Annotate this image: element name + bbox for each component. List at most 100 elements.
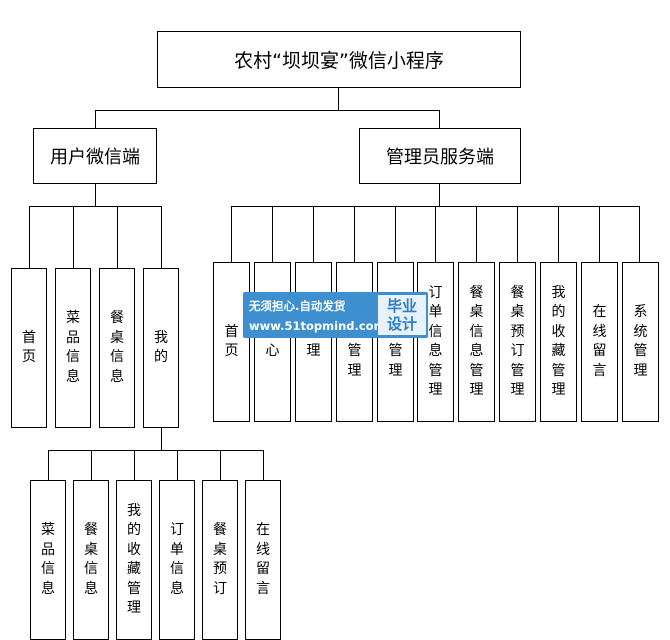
- connector: [231, 206, 232, 262]
- watermark-badge: 毕业 设计: [378, 295, 426, 335]
- label-char: 首: [22, 329, 36, 346]
- label-char: 首: [224, 323, 239, 340]
- connector: [161, 428, 162, 450]
- label-char: 理: [347, 362, 362, 379]
- connector: [435, 206, 436, 262]
- my-child-favorites: 我的收藏管理: [116, 480, 152, 640]
- label-char: 信: [41, 561, 55, 577]
- root-label: 农村“坝坝宴”微信小程序: [234, 50, 444, 72]
- label-char: 菜: [41, 522, 55, 538]
- connector: [48, 450, 264, 451]
- connector: [91, 450, 92, 480]
- admin-item-label: 餐桌信息管理: [470, 284, 484, 401]
- label-char: 理: [469, 382, 484, 398]
- connector: [639, 206, 640, 262]
- connector: [517, 206, 518, 262]
- admin-item-center: 中心: [254, 262, 291, 422]
- admin-item-label: 首页: [225, 323, 239, 362]
- label-char: 信: [170, 561, 184, 577]
- label-char: 信: [84, 561, 98, 577]
- label-char: 我: [551, 284, 566, 301]
- label-char: 息: [428, 343, 443, 359]
- my-child-tables: 餐桌信息: [73, 480, 109, 640]
- label-char: 息: [110, 368, 124, 385]
- watermark-banner: 无须担心.自动发货 www.51topmind.com 毕业 设计: [243, 292, 428, 338]
- my-child-messages: 在线留言: [245, 480, 281, 640]
- connector: [48, 450, 49, 480]
- label-char: 页: [22, 349, 36, 365]
- label-char: 管: [633, 343, 648, 359]
- label-char: 息: [66, 368, 80, 385]
- user-item-label: 我的: [154, 329, 168, 368]
- connector: [95, 184, 96, 206]
- connector: [95, 110, 96, 128]
- label-char: 的: [154, 349, 168, 365]
- connector: [354, 206, 355, 262]
- admin-item-dish-info: 菜息管理: [377, 262, 414, 422]
- watermark-badge-bottom: 设计: [386, 315, 417, 333]
- connector: [476, 206, 477, 262]
- label-char: 预: [510, 323, 525, 340]
- user-item-label: 菜品信息: [66, 309, 80, 387]
- label-char: 在: [592, 304, 607, 320]
- label-char: 品: [41, 541, 55, 558]
- label-char: 管: [127, 580, 141, 597]
- label-char: 藏: [551, 343, 566, 359]
- connector: [338, 88, 339, 110]
- connector: [29, 206, 30, 268]
- label-char: 单: [170, 541, 184, 558]
- my-child-label: 在线留言: [256, 521, 270, 599]
- label-char: 理: [551, 382, 566, 398]
- admin-item-label: 在线留言: [593, 303, 607, 381]
- label-char: 息: [170, 580, 184, 597]
- connector: [134, 450, 135, 480]
- label-char: 管: [388, 343, 403, 359]
- user-item-label: 餐桌信息: [110, 309, 124, 387]
- label-char: 心: [265, 343, 280, 359]
- connector: [439, 184, 440, 206]
- label-char: 餐: [469, 284, 484, 301]
- admin-item-reservations: 餐桌预订管理: [499, 262, 536, 422]
- my-child-orders: 订单信息: [159, 480, 195, 640]
- user-item-home: 首页: [11, 268, 47, 428]
- label-char: 言: [256, 580, 270, 597]
- user-item-mine: 我的: [143, 268, 179, 428]
- label-char: 收: [551, 323, 566, 340]
- label-char: 信: [428, 323, 443, 340]
- my-child-label: 订单信息: [170, 521, 184, 599]
- label-char: 单: [428, 304, 443, 320]
- admin-item-label: 系统管理: [634, 303, 648, 381]
- connector: [117, 206, 118, 268]
- label-char: 管: [510, 362, 525, 379]
- admin-item-tables: 餐桌信息管理: [458, 262, 495, 422]
- label-char: 收: [127, 541, 141, 558]
- label-char: 系: [633, 304, 648, 320]
- label-char: 息: [469, 343, 484, 359]
- label-char: 管: [347, 343, 362, 359]
- label-char: 预: [213, 561, 227, 577]
- label-char: 在: [256, 522, 270, 538]
- my-child-dishes: 菜品信息: [30, 480, 66, 640]
- label-char: 我: [154, 329, 168, 346]
- admin-item-dish-type: 菜型管理: [336, 262, 373, 422]
- admin-item-management: 管理: [295, 262, 332, 422]
- label-char: 餐: [213, 522, 227, 538]
- my-child-label: 我的收藏管理: [127, 502, 141, 619]
- label-char: 桌: [469, 304, 484, 320]
- connector: [161, 206, 162, 268]
- label-char: 线: [256, 541, 270, 558]
- label-char: 线: [592, 323, 607, 340]
- admin-item-orders: 订单信息管理: [417, 262, 454, 422]
- connector: [272, 206, 273, 262]
- label-char: 息: [84, 580, 98, 597]
- label-char: 的: [551, 304, 566, 320]
- connector: [599, 206, 600, 262]
- root-node: 农村“坝坝宴”微信小程序: [157, 31, 521, 88]
- label-char: 理: [388, 362, 403, 379]
- connector: [558, 206, 559, 262]
- label-char: 理: [633, 362, 648, 379]
- connector: [395, 206, 396, 262]
- label-char: 管: [469, 362, 484, 379]
- label-char: 留: [256, 561, 270, 577]
